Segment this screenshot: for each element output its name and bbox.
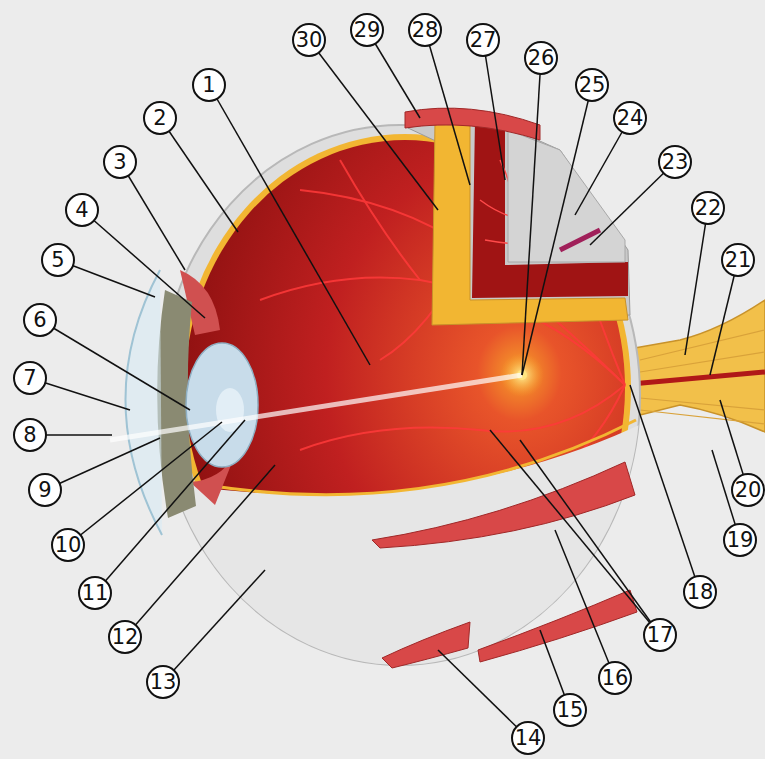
callout-number: 14	[515, 728, 542, 749]
callout-number: 20	[735, 480, 762, 501]
callout-circle: 26	[524, 41, 558, 75]
callout-circle: 30	[292, 23, 326, 57]
callout-number: 22	[695, 198, 722, 219]
callout-number: 30	[296, 30, 323, 51]
callout-number: 7	[23, 368, 36, 389]
callout-number: 9	[38, 480, 51, 501]
callout-circle: 6	[23, 303, 57, 337]
callout-circle: 1	[192, 68, 226, 102]
callout-circle: 29	[350, 13, 384, 47]
callout-circle: 3	[103, 145, 137, 179]
callout-number: 26	[528, 48, 555, 69]
callout-number: 15	[557, 700, 584, 721]
callout-circle: 23	[658, 145, 692, 179]
callout-number: 24	[617, 108, 644, 129]
callout-circle: 17	[643, 618, 677, 652]
callout-circle: 8	[13, 418, 47, 452]
callout-number: 12	[112, 627, 139, 648]
callout-number: 18	[687, 582, 714, 603]
callout-circle: 25	[575, 68, 609, 102]
callout-circle: 5	[41, 243, 75, 277]
callout-number: 6	[33, 310, 46, 331]
callout-circle: 14	[511, 721, 545, 755]
callout-number: 2	[153, 108, 166, 129]
callout-number: 16	[602, 668, 629, 689]
callout-circle: 22	[691, 191, 725, 225]
callout-number: 17	[647, 625, 674, 646]
callout-number: 10	[55, 535, 82, 556]
callout-circle: 12	[108, 620, 142, 654]
callout-circle: 10	[51, 528, 85, 562]
callout-circle: 15	[553, 693, 587, 727]
callout-circle: 11	[78, 576, 112, 610]
callout-circle: 19	[723, 523, 757, 557]
callout-circle: 21	[721, 243, 755, 277]
callout-number: 13	[150, 672, 177, 693]
callout-circle: 18	[683, 575, 717, 609]
callout-circle: 28	[408, 13, 442, 47]
callout-number: 28	[412, 20, 439, 41]
callout-circle: 7	[13, 361, 47, 395]
callout-circle: 16	[598, 661, 632, 695]
callout-circle: 13	[146, 665, 180, 699]
callout-circle: 27	[466, 23, 500, 57]
callout-number: 3	[113, 152, 126, 173]
callout-circle: 24	[613, 101, 647, 135]
callout-number: 4	[75, 200, 88, 221]
callout-number: 23	[662, 152, 689, 173]
callout-number: 8	[23, 425, 36, 446]
callout-number: 21	[725, 250, 752, 271]
callout-number: 5	[51, 250, 64, 271]
callout-circle: 20	[731, 473, 765, 507]
callout-number: 27	[470, 30, 497, 51]
callout-number: 11	[82, 583, 109, 604]
callout-number: 25	[579, 75, 606, 96]
callout-circle: 2	[143, 101, 177, 135]
callout-circle: 9	[28, 473, 62, 507]
callout-number: 19	[727, 530, 754, 551]
callout-circle: 4	[65, 193, 99, 227]
callout-number: 1	[202, 75, 215, 96]
callout-number: 29	[354, 20, 381, 41]
